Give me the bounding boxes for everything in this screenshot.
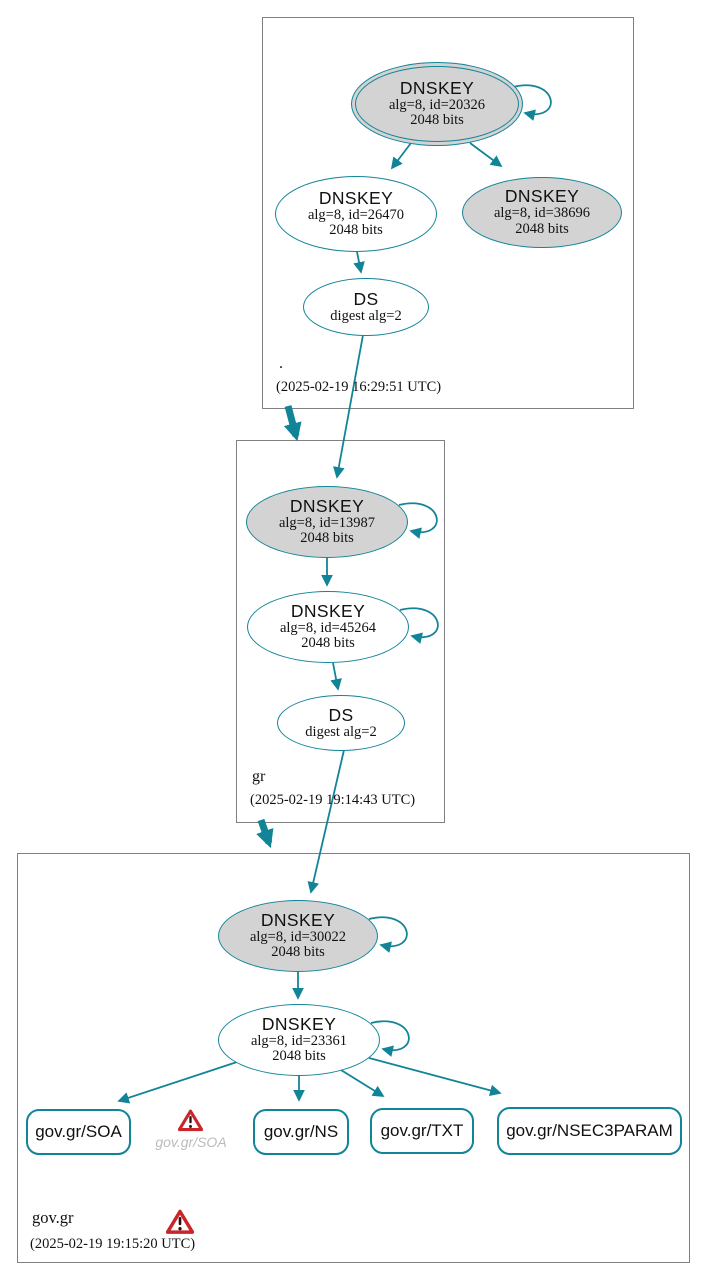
node-title: DNSKEY bbox=[261, 1013, 337, 1034]
node-detail: alg=8, id=23361 bbox=[250, 1032, 348, 1049]
node-detail: alg=8, id=38696 bbox=[493, 205, 591, 222]
edge-26470-to-ds bbox=[353, 251, 365, 274]
edge-20326-to-38696 bbox=[469, 142, 503, 168]
edge-selfloop-dnskey-45264 bbox=[399, 607, 439, 644]
dnskey-node-23361[interactable]: DNSKEY alg=8, id=23361 2048 bits bbox=[218, 1004, 380, 1076]
dnskey-node-45264[interactable]: DNSKEY alg=8, id=45264 2048 bits bbox=[247, 591, 409, 663]
node-detail: alg=8, id=30022 bbox=[249, 928, 347, 945]
node-detail: digest alg=2 bbox=[305, 723, 377, 740]
dnskey-node-38696[interactable]: DNSKEY alg=8, id=38696 2048 bits bbox=[462, 177, 622, 248]
node-detail: alg=8, id=20326 bbox=[388, 96, 486, 113]
node-size: 2048 bits bbox=[300, 530, 354, 547]
node-title: DNSKEY bbox=[289, 495, 365, 516]
zone-label-gr: gr bbox=[252, 768, 266, 785]
dnskey-node-30022[interactable]: DNSKEY alg=8, id=30022 2048 bits bbox=[218, 900, 378, 972]
edge-20326-to-26470 bbox=[390, 142, 412, 170]
node-title: DNSKEY bbox=[504, 186, 580, 207]
node-size: 2048 bits bbox=[515, 220, 569, 237]
dnskey-node-20326[interactable]: DNSKEY alg=8, id=20326 2048 bits bbox=[351, 62, 523, 146]
node-size: 2048 bits bbox=[329, 222, 383, 239]
zone-timestamp-root: (2025-02-19 16:29:51 UTC) bbox=[276, 379, 442, 395]
node-detail: digest alg=2 bbox=[330, 307, 402, 324]
dnskey-node-13987[interactable]: DNSKEY alg=8, id=13987 2048 bits bbox=[246, 486, 408, 558]
edge-23361-to-soa bbox=[117, 1061, 238, 1104]
edge-23361-to-txt bbox=[340, 1069, 385, 1097]
ds-node-gr[interactable]: DS digest alg=2 bbox=[277, 695, 405, 751]
delegation-arrow-gr-to-govgr bbox=[256, 818, 274, 849]
ds-node-root[interactable]: DS digest alg=2 bbox=[303, 278, 429, 336]
rrset-gov-gr-soa[interactable]: gov.gr/SOA bbox=[26, 1109, 131, 1155]
node-title: DNSKEY bbox=[318, 187, 394, 208]
node-title: DS bbox=[353, 288, 379, 309]
edge-23361-to-nsec3param bbox=[368, 1057, 502, 1097]
dnskey-node-26470[interactable]: DNSKEY alg=8, id=26470 2048 bits bbox=[275, 176, 437, 252]
edge-selfloop-dnskey-13987 bbox=[398, 502, 438, 539]
node-title: DNSKEY bbox=[399, 77, 475, 98]
zone-label-root: . bbox=[279, 355, 283, 372]
node-size: 2048 bits bbox=[301, 635, 355, 652]
node-title: DNSKEY bbox=[260, 909, 336, 930]
delegation-arrow-root-to-gr bbox=[283, 405, 302, 442]
edge-selfloop-dnskey-30022 bbox=[368, 916, 408, 953]
warning-icon[interactable] bbox=[177, 1109, 204, 1132]
rrset-gov-gr-nsec3param[interactable]: gov.gr/NSEC3PARAM bbox=[497, 1107, 682, 1155]
edge-gr-ds-to-govgr-dnskey bbox=[307, 749, 345, 894]
edge-45264-to-ds bbox=[330, 662, 342, 691]
node-size: 2048 bits bbox=[271, 944, 325, 961]
zone-timestamp-gov-gr: (2025-02-19 19:15:20 UTC) bbox=[30, 1236, 196, 1252]
rrset-gov-gr-ns[interactable]: gov.gr/NS bbox=[253, 1109, 349, 1155]
node-detail: alg=8, id=13987 bbox=[278, 514, 376, 531]
ghost-rrset-gov-gr-soa: gov.gr/SOA bbox=[155, 1134, 227, 1150]
node-title: DNSKEY bbox=[290, 600, 366, 621]
zone-label-gov-gr: gov.gr bbox=[32, 1208, 74, 1227]
node-size: 2048 bits bbox=[410, 112, 464, 129]
warning-icon[interactable] bbox=[165, 1209, 195, 1235]
edge-selfloop-dnskey-23361 bbox=[370, 1020, 410, 1057]
edge-root-ds-to-gr-dnskey bbox=[333, 334, 364, 479]
zone-timestamp-gr: (2025-02-19 19:14:43 UTC) bbox=[250, 792, 416, 808]
edge-selfloop-dnskey-20326 bbox=[512, 84, 552, 121]
node-title: DS bbox=[328, 704, 354, 725]
rrset-gov-gr-txt[interactable]: gov.gr/TXT bbox=[370, 1108, 474, 1154]
node-detail: alg=8, id=45264 bbox=[279, 619, 377, 636]
node-detail: alg=8, id=26470 bbox=[307, 206, 405, 223]
node-size: 2048 bits bbox=[272, 1048, 326, 1065]
